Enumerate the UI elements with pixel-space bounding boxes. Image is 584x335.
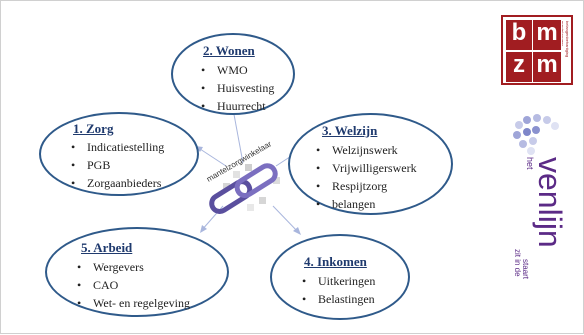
node-list: WMO Huisvesting Huurrecht <box>201 61 274 115</box>
logo-letter: m <box>533 52 561 82</box>
list-item: Zorgaanbieders <box>71 174 164 192</box>
logo-tagline: belangenbehartiging mantelzorgers <box>562 21 570 58</box>
list-item: Uitkeringen <box>302 272 375 290</box>
list-item: Respijtzorg <box>316 177 417 195</box>
chain-graphic <box>209 163 280 214</box>
list-item: Welzijnswerk <box>316 141 417 159</box>
node-welzijn: 3. Welzijn Welzijnswerk Vrijwilligerswer… <box>288 113 453 215</box>
node-list: Uitkeringen Belastingen <box>302 272 375 308</box>
list-item: PGB <box>71 156 164 174</box>
list-item: Vrijwilligerswerk <box>316 159 417 177</box>
node-inkomen: 4. Inkomen Uitkeringen Belastingen <box>270 234 410 320</box>
list-item: Huurrecht <box>201 97 274 115</box>
node-list: Indicatiestelling PGB Zorgaanbieders <box>71 138 164 192</box>
list-item: WMO <box>201 61 274 79</box>
venlijn-tagline-2: staart <box>521 259 530 280</box>
list-item: CAO <box>77 276 190 294</box>
logo-letter: m <box>533 20 561 50</box>
node-list: Welzijnswerk Vrijwilligerswerk Respijtzo… <box>316 141 417 213</box>
node-title: 4. Inkomen <box>304 254 367 269</box>
bmzm-logo: b m z m belangenbehartiging mantelzorger… <box>501 15 573 85</box>
venlijn-dots-icon <box>513 114 559 155</box>
node-title: 3. Welzijn <box>322 123 378 138</box>
connector-wonen <box>232 108 244 164</box>
list-item: Wet- en regelgeving <box>77 294 190 312</box>
list-item: Huisvesting <box>201 79 274 97</box>
node-title: 1. Zorg <box>73 121 114 136</box>
node-wonen: 2. Wonen WMO Huisvesting Huurrecht <box>171 33 295 115</box>
connector-inkomen <box>272 205 300 234</box>
venlijn-tagline-1: zit in de <box>513 249 522 277</box>
arrowhead-inkomen <box>293 227 301 235</box>
list-item: Wergevers <box>77 258 190 276</box>
connector-zorg <box>196 146 227 167</box>
list-item: Indicatiestelling <box>71 138 164 156</box>
venlijn-brand: venlijn <box>532 157 568 248</box>
logo-letter: z <box>506 52 532 82</box>
node-arbeid: 5. Arbeid Wergevers CAO Wet- en regelgev… <box>45 227 229 317</box>
arrowhead-arbeid <box>200 225 207 233</box>
logo-letter: b <box>506 20 532 50</box>
list-item: belangen <box>316 195 417 213</box>
node-title: 2. Wonen <box>203 43 255 58</box>
node-title: 5. Arbeid <box>81 240 133 255</box>
node-zorg: 1. Zorg Indicatiestelling PGB Zorgaanbie… <box>39 112 199 196</box>
node-list: Wergevers CAO Wet- en regelgeving <box>77 258 190 312</box>
venlijn-prefix: het <box>525 157 535 170</box>
list-item: Belastingen <box>302 290 375 308</box>
